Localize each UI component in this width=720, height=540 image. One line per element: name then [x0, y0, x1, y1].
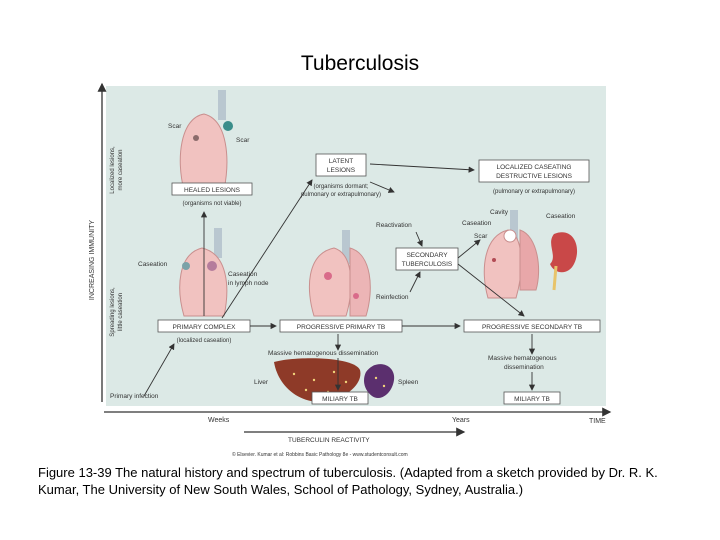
primary-infection-label: Primary infection [110, 393, 159, 400]
massive-left-label: Massive hematogenous dissemination [268, 350, 379, 357]
primary-complex-label: PRIMARY COMPLEX [173, 324, 237, 331]
secondary-label-2: TUBERCULOSIS [402, 261, 453, 268]
secondary-label-1: SECONDARY [406, 252, 448, 259]
flow-arrows [143, 163, 536, 397]
reactivation-label: Reactivation [376, 222, 412, 229]
massive-right-label-1: Massive hematogenous [488, 355, 557, 362]
miliary-left-box [311, 391, 369, 405]
liver-illustration [274, 358, 361, 402]
figure-caption: Figure 13-39 The natural history and spe… [38, 465, 658, 497]
y-axis-label: INCREASING IMMUNITY [89, 220, 96, 300]
y-upper-label-1: Localized lesions, [110, 146, 116, 194]
healed-note: (organisms not viable) [182, 201, 241, 207]
copyright-label: © Elsevier. Kumar et al: Robbins Basic P… [232, 451, 408, 458]
massive-right-label-2: dissemination [504, 364, 544, 371]
caseation-node-label-1: Caseation [228, 271, 258, 278]
cavitary-lung-illustration [483, 210, 540, 299]
cavity-label: Cavity [490, 209, 509, 216]
localized-label-1: LOCALIZED CASEATING [496, 164, 571, 171]
liver-label: Liver [254, 379, 269, 386]
tuberculin-label: TUBERCULIN REACTIVITY [288, 437, 370, 444]
y-lower-label-1: Spreading lesions, [110, 287, 116, 337]
secondary-tb-box [395, 247, 459, 271]
healed-scar-label-2: Scar [236, 137, 250, 144]
caseation-center-label: Caseation [462, 220, 492, 227]
latent-note-2: pulmonary or extrapulmonary) [301, 192, 381, 198]
latent-label-1: LATENT [329, 158, 353, 165]
x-weeks-label: Weeks [208, 417, 230, 424]
healed-lesions-box [171, 182, 253, 196]
scar-center-label: Scar [474, 233, 488, 240]
caseation-node-label-2: in lymph node [228, 280, 269, 287]
x-time-label: TIME [589, 418, 606, 425]
y-upper-label-2: more caseation [118, 149, 124, 190]
spleen-label: Spleen [398, 379, 419, 386]
slide-title: Tuberculosis [300, 52, 420, 75]
latent-note-1: (organisms dormant; [313, 184, 368, 190]
spleen-illustration [364, 364, 395, 399]
healed-lesions-label: HEALED LESIONS [184, 187, 241, 194]
x-years-label: Years [452, 417, 470, 424]
latent-label-2: LESIONS [327, 167, 356, 174]
localized-caseating-box [478, 159, 590, 183]
primary-lung-illustration [179, 228, 228, 317]
progressive-secondary-box [463, 319, 601, 333]
progressive-lung-illustration [309, 230, 371, 317]
reinfection-label: Reinfection [376, 294, 409, 301]
localized-label-2: DESTRUCTIVE LESIONS [496, 173, 573, 180]
miliary-right-box [503, 391, 561, 405]
caseation-right-label: Caseation [546, 213, 576, 220]
primary-note: (localized caseation) [177, 338, 232, 344]
tb-natural-history-diagram: INCREASING IMMUNITY Localized lesions, m… [89, 82, 612, 458]
miliary-left-label: MILIARY TB [322, 396, 358, 403]
y-lower-label-2: little caseation [118, 293, 124, 331]
caseation-left-label: Caseation [138, 261, 168, 268]
miliary-right-label: MILIARY TB [514, 396, 550, 403]
progressive-primary-label: PROGRESSIVE PRIMARY TB [297, 324, 386, 331]
kidney-illustration [550, 232, 578, 291]
latent-lesions-box [315, 153, 367, 177]
progressive-secondary-label: PROGRESSIVE SECONDARY TB [482, 324, 582, 331]
localized-note: (pulmonary or extrapulmonary) [493, 189, 575, 195]
healed-scar-label-1: Scar [168, 123, 182, 130]
